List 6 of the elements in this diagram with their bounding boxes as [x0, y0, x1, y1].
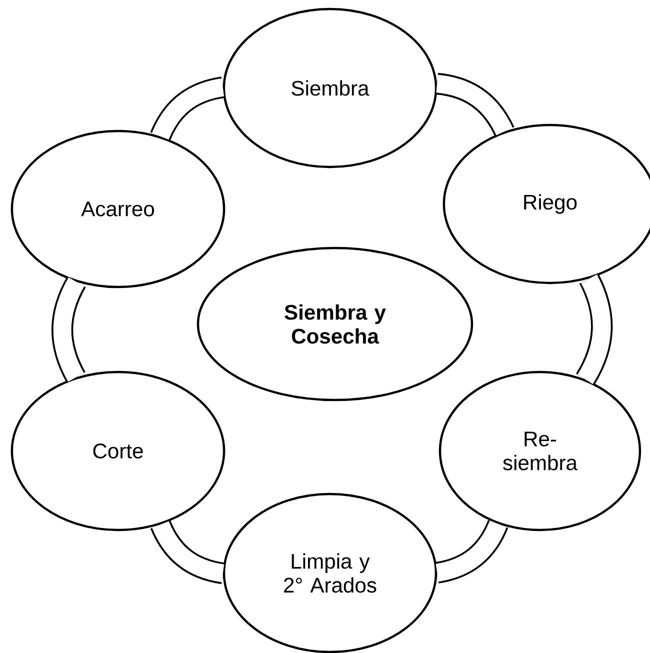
- ring-connector: [150, 76, 225, 141]
- ring-connector: [52, 276, 86, 382]
- ring-connector: [436, 72, 514, 136]
- ring-connector: [435, 520, 508, 584]
- ring-connector: [576, 274, 613, 385]
- ring-connector: [150, 520, 225, 584]
